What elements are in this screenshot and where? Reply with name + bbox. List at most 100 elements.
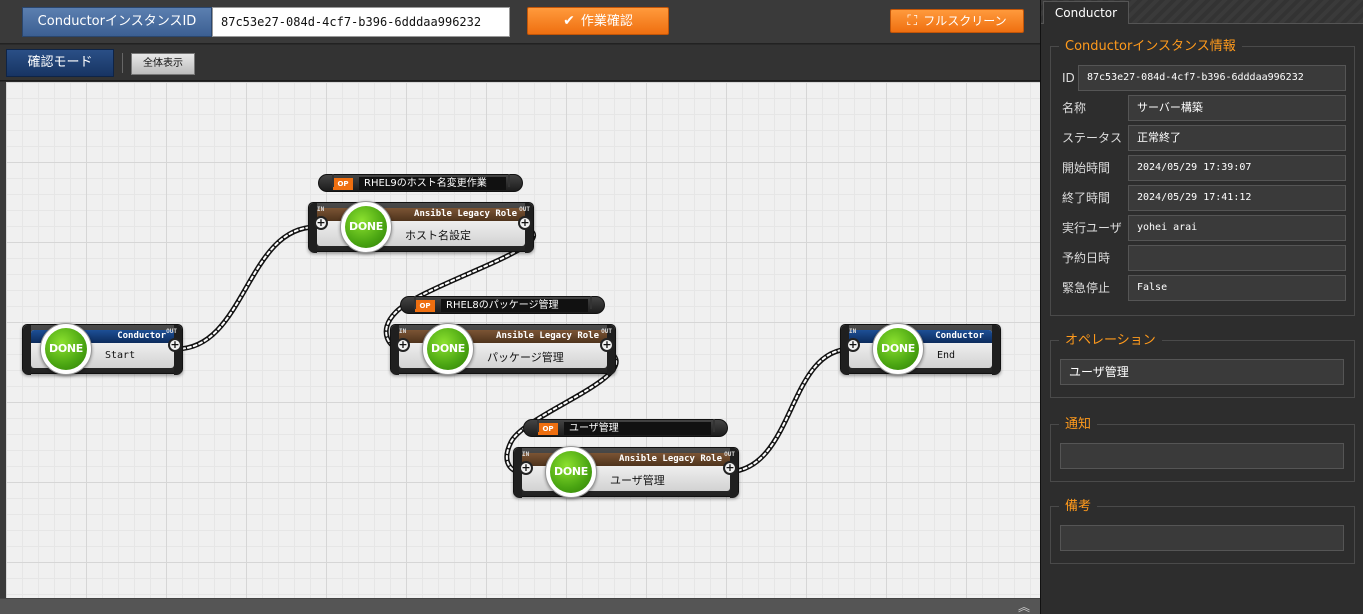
operation-field[interactable]: ユーザ管理 <box>1060 359 1344 385</box>
remarks-title: 備考 <box>1059 498 1098 515</box>
instance-id-label: ConductorインスタンスID <box>22 7 212 37</box>
node-end-status-text: DONE <box>877 328 919 370</box>
node-package[interactable]: Ansible Legacy Role パッケージ管理 DONE IN + OU… <box>390 323 616 375</box>
node-hostname[interactable]: Ansible Legacy Role ホスト名設定 DONE IN + OUT… <box>308 201 534 253</box>
node-package-op-leg-left <box>414 296 416 309</box>
node-end-status: DONE <box>872 323 924 375</box>
node-hostname-op-tag: OP <box>333 178 353 190</box>
node-user-title: ユーザ管理 <box>610 474 665 487</box>
node-hostname-in-port[interactable]: + <box>314 216 328 230</box>
node-user[interactable]: Ansible Legacy Role ユーザ管理 DONE IN + OUT … <box>513 446 739 498</box>
node-hostname-operation: RHEL9のホスト名変更作業 <box>359 177 506 190</box>
side-panel: Conductor Conductorインスタンス情報 ID 87c53e27-… <box>1040 0 1363 614</box>
node-end-in-port[interactable]: + <box>846 338 860 352</box>
node-end-in-label: IN <box>849 328 857 335</box>
node-user-left-cap <box>514 448 522 498</box>
node-user-operation-bar[interactable]: OP ユーザ管理 <box>523 419 728 437</box>
info-key: 名称 <box>1062 101 1087 115</box>
info-value[interactable]: 2024/05/29 17:39:07 <box>1128 155 1346 181</box>
node-hostname-out-label: OUT <box>519 206 530 213</box>
plus-icon: + <box>170 338 180 351</box>
confirm-work-button[interactable]: ✔ 作業確認 <box>527 7 669 35</box>
node-user-in-label: IN <box>522 451 530 458</box>
notice-field[interactable] <box>1060 443 1344 469</box>
info-key: ステータス <box>1062 131 1123 145</box>
node-user-status: DONE <box>545 446 597 498</box>
notice-section: 通知 <box>1050 416 1355 482</box>
node-end[interactable]: Conductor End DONE IN + <box>840 323 1001 375</box>
node-user-status-text: DONE <box>550 451 592 493</box>
node-package-out-port[interactable]: + <box>600 338 614 352</box>
info-value[interactable]: yohei arai <box>1128 215 1346 241</box>
info-value[interactable]: 2024/05/29 17:41:12 <box>1128 185 1346 211</box>
fullscreen-button[interactable]: ⛶フルスクリーン <box>890 9 1024 33</box>
info-row: 予約日時 <box>1060 245 1346 271</box>
node-hostname-op-leg-left <box>332 174 334 187</box>
node-hostname-operation-bar[interactable]: OP RHEL9のホスト名変更作業 <box>318 174 523 192</box>
node-user-operation: ユーザ管理 <box>564 422 711 435</box>
node-hostname-status: DONE <box>340 201 392 253</box>
check-icon: ✔ <box>563 13 575 29</box>
info-row: 実行ユーザ yohei arai <box>1060 215 1346 241</box>
fullscreen-label: フルスクリーン <box>923 14 1007 28</box>
info-key: 予約日時 <box>1062 251 1111 265</box>
node-package-out-label: OUT <box>601 328 612 335</box>
info-value[interactable]: サーバー構築 <box>1128 95 1346 121</box>
toolbar-divider <box>122 53 123 73</box>
node-package-op-leg-right <box>590 296 592 309</box>
node-user-out-port[interactable]: + <box>723 461 737 475</box>
node-start-out-label: OUT <box>166 328 177 335</box>
node-package-operation-bar[interactable]: OP RHEL8のパッケージ管理 <box>400 296 605 314</box>
instance-id-field[interactable]: 87c53e27-084d-4cf7-b396-6dddaa996232 <box>212 7 510 37</box>
info-row: 名称 サーバー構築 <box>1060 95 1346 121</box>
node-package-status-text: DONE <box>427 328 469 370</box>
node-end-left-cap <box>841 325 849 375</box>
conductor-canvas[interactable]: Conductor Start DONE OUT + OP RHEL9のホスト名… <box>6 82 1040 598</box>
node-start-status: DONE <box>40 323 92 375</box>
info-row: ステータス 正常終了 <box>1060 125 1346 151</box>
node-start-left-cap <box>23 325 31 375</box>
node-hostname-out-port[interactable]: + <box>518 216 532 230</box>
node-user-in-port[interactable]: + <box>519 461 533 475</box>
chevron-up-icon[interactable]: ︽ <box>1017 600 1030 614</box>
node-package-in-port[interactable]: + <box>396 338 410 352</box>
mode-label: 確認モード <box>6 49 114 77</box>
show-all-button[interactable]: 全体表示 <box>131 53 195 75</box>
instance-info-section: Conductorインスタンス情報 ID 87c53e27-084d-4cf7-… <box>1050 38 1355 316</box>
mode-bar: 確認モード 全体表示 <box>0 45 1040 81</box>
info-value-id[interactable]: 87c53e27-084d-4cf7-b396-6dddaa996232 <box>1078 65 1346 91</box>
plus-icon: + <box>521 461 531 474</box>
plus-icon: + <box>398 338 408 351</box>
panel-tab-bar: Conductor <box>1041 0 1363 24</box>
confirm-work-label: 作業確認 <box>580 14 633 29</box>
node-package-status: DONE <box>422 323 474 375</box>
info-key: 開始時間 <box>1062 161 1111 175</box>
node-start-out-port[interactable]: + <box>168 338 182 352</box>
remarks-field[interactable] <box>1060 525 1344 551</box>
plus-icon: + <box>520 216 530 229</box>
node-package-left-cap <box>391 325 399 375</box>
info-key: 緊急停止 <box>1062 281 1111 295</box>
info-value[interactable] <box>1128 245 1346 271</box>
node-end-right-cap <box>992 325 1000 375</box>
node-hostname-status-text: DONE <box>345 206 387 248</box>
plus-icon: + <box>602 338 612 351</box>
node-hostname-left-cap <box>309 203 317 253</box>
node-hostname-op-leg-right <box>508 174 510 187</box>
remarks-section: 備考 <box>1050 498 1355 564</box>
canvas-left-edge <box>0 82 6 614</box>
tab-conductor[interactable]: Conductor <box>1043 1 1129 24</box>
node-start-status-text: DONE <box>45 328 87 370</box>
info-row: 緊急停止 False <box>1060 275 1346 301</box>
info-value[interactable]: 正常終了 <box>1128 125 1346 151</box>
info-value[interactable]: False <box>1128 275 1346 301</box>
operation-section: オペレーション ユーザ管理 <box>1050 332 1355 398</box>
notice-title: 通知 <box>1059 416 1098 433</box>
node-user-op-leg-right <box>713 419 715 432</box>
instance-info-title: Conductorインスタンス情報 <box>1059 38 1242 55</box>
info-row: 開始時間 2024/05/29 17:39:07 <box>1060 155 1346 181</box>
node-start[interactable]: Conductor Start DONE OUT + <box>22 323 183 375</box>
node-package-title: パッケージ管理 <box>487 351 564 364</box>
top-bar: ConductorインスタンスID 87c53e27-084d-4cf7-b39… <box>0 0 1040 44</box>
